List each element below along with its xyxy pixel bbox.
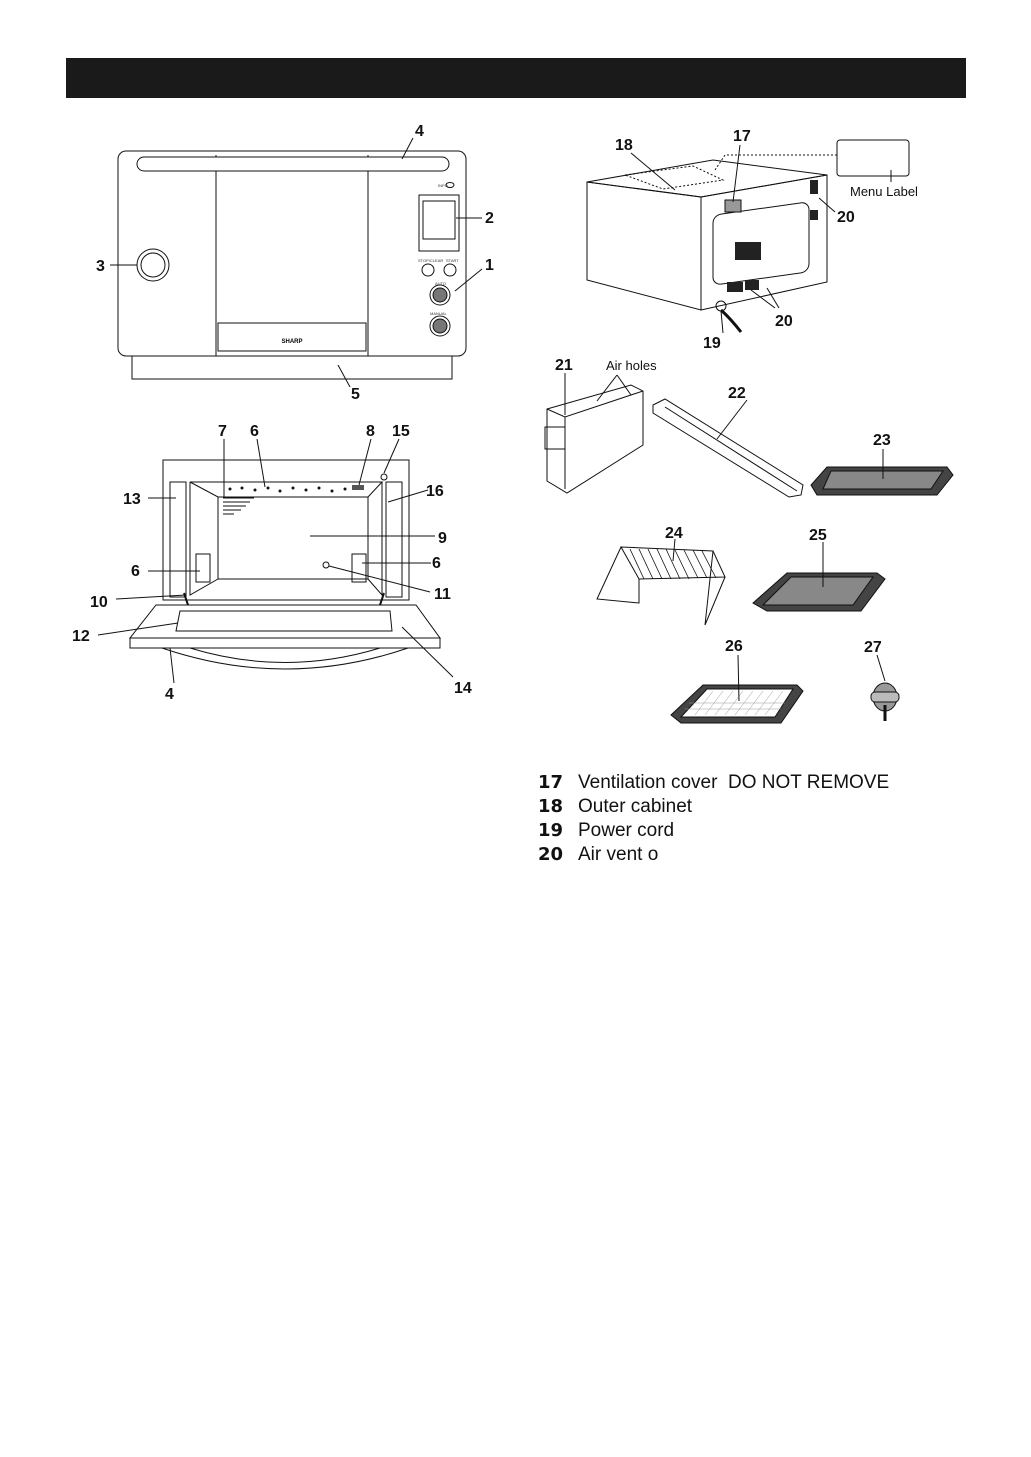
menu-label-text: Menu Label bbox=[850, 184, 918, 199]
legend-number: 19 bbox=[538, 820, 578, 841]
svg-text:MANUAL: MANUAL bbox=[430, 311, 447, 316]
brand-logo: SHARP bbox=[281, 339, 302, 345]
oven-body bbox=[118, 151, 466, 356]
callout-18: 18 bbox=[615, 137, 633, 154]
callout-6-right: 6 bbox=[432, 555, 441, 572]
accessories-diagram: Air holes 21 22 23 24 25 26 27 bbox=[535, 355, 965, 740]
legend-text: Power cord bbox=[578, 820, 674, 842]
callout-10: 10 bbox=[90, 594, 108, 611]
oven-base bbox=[132, 356, 452, 379]
callout-17: 17 bbox=[733, 128, 751, 145]
legend-item: 19 Power cord bbox=[538, 820, 958, 844]
front-view-diagram: SHARP INFO STOP/CLEAR START AUTO MANUAL … bbox=[80, 115, 510, 405]
callout-25: 25 bbox=[809, 527, 827, 544]
callout-24: 24 bbox=[665, 525, 683, 542]
legend-number: 18 bbox=[538, 796, 578, 817]
air-holes-label: Air holes bbox=[606, 358, 657, 373]
callout-9: 9 bbox=[438, 530, 447, 547]
callout-23: 23 bbox=[873, 432, 891, 449]
callout-13: 13 bbox=[123, 491, 141, 508]
legend-item: 20 Air vent o bbox=[538, 844, 958, 868]
parts-legend: 17 Ventilation cover DO NOT REMOVE 18 Ou… bbox=[538, 772, 958, 868]
callout-21: 21 bbox=[555, 357, 573, 374]
callout-15: 15 bbox=[392, 423, 410, 440]
callout-6-left: 6 bbox=[131, 563, 140, 580]
callout-19: 19 bbox=[703, 335, 721, 352]
rear-view-diagram: Menu Label 18 17 20 20 19 bbox=[565, 120, 945, 355]
legend-item: 18 Outer cabinet bbox=[538, 796, 958, 820]
callout-6-top: 6 bbox=[250, 423, 259, 440]
legend-item: 17 Ventilation cover DO NOT REMOVE bbox=[538, 772, 958, 796]
callout-1: 1 bbox=[485, 257, 494, 274]
cabinet-top bbox=[587, 160, 827, 197]
svg-text:START: START bbox=[446, 258, 459, 263]
menu-label-box bbox=[837, 140, 909, 176]
callout-5: 5 bbox=[351, 386, 360, 403]
callout-7: 7 bbox=[218, 423, 227, 440]
cabinet-rear bbox=[701, 175, 827, 310]
callout-22: 22 bbox=[728, 385, 746, 402]
callout-11: 11 bbox=[434, 586, 451, 603]
callout-8: 8 bbox=[366, 423, 375, 440]
callout-12: 12 bbox=[72, 628, 90, 645]
callout-26: 26 bbox=[725, 638, 743, 655]
callout-16: 16 bbox=[426, 483, 444, 500]
callout-20-bottom: 20 bbox=[775, 313, 793, 330]
callout-14: 14 bbox=[454, 680, 472, 697]
legend-text: Ventilation cover DO NOT REMOVE bbox=[578, 772, 889, 794]
interior-view-diagram: 7 6 8 15 13 16 9 6 6 11 10 12 4 14 bbox=[70, 415, 490, 710]
svg-text:STOP/CLEAR: STOP/CLEAR bbox=[418, 258, 443, 263]
cabinet-side bbox=[587, 182, 701, 310]
start-button bbox=[444, 264, 456, 276]
stop-clear-button bbox=[422, 264, 434, 276]
door-open-button bbox=[137, 249, 169, 281]
legend-text: Air vent o bbox=[578, 844, 658, 866]
callout-4: 4 bbox=[415, 123, 424, 140]
water-tank bbox=[547, 385, 643, 493]
callout-2: 2 bbox=[485, 210, 494, 227]
legend-number: 17 bbox=[538, 772, 578, 793]
callout-4-bottom: 4 bbox=[165, 686, 174, 703]
legend-number: 20 bbox=[538, 844, 578, 865]
callout-27: 27 bbox=[864, 639, 882, 656]
legend-text: Outer cabinet bbox=[578, 796, 692, 818]
callout-3: 3 bbox=[96, 258, 105, 275]
display bbox=[419, 195, 459, 251]
callout-20-right: 20 bbox=[837, 209, 855, 226]
header-bar bbox=[66, 58, 966, 98]
